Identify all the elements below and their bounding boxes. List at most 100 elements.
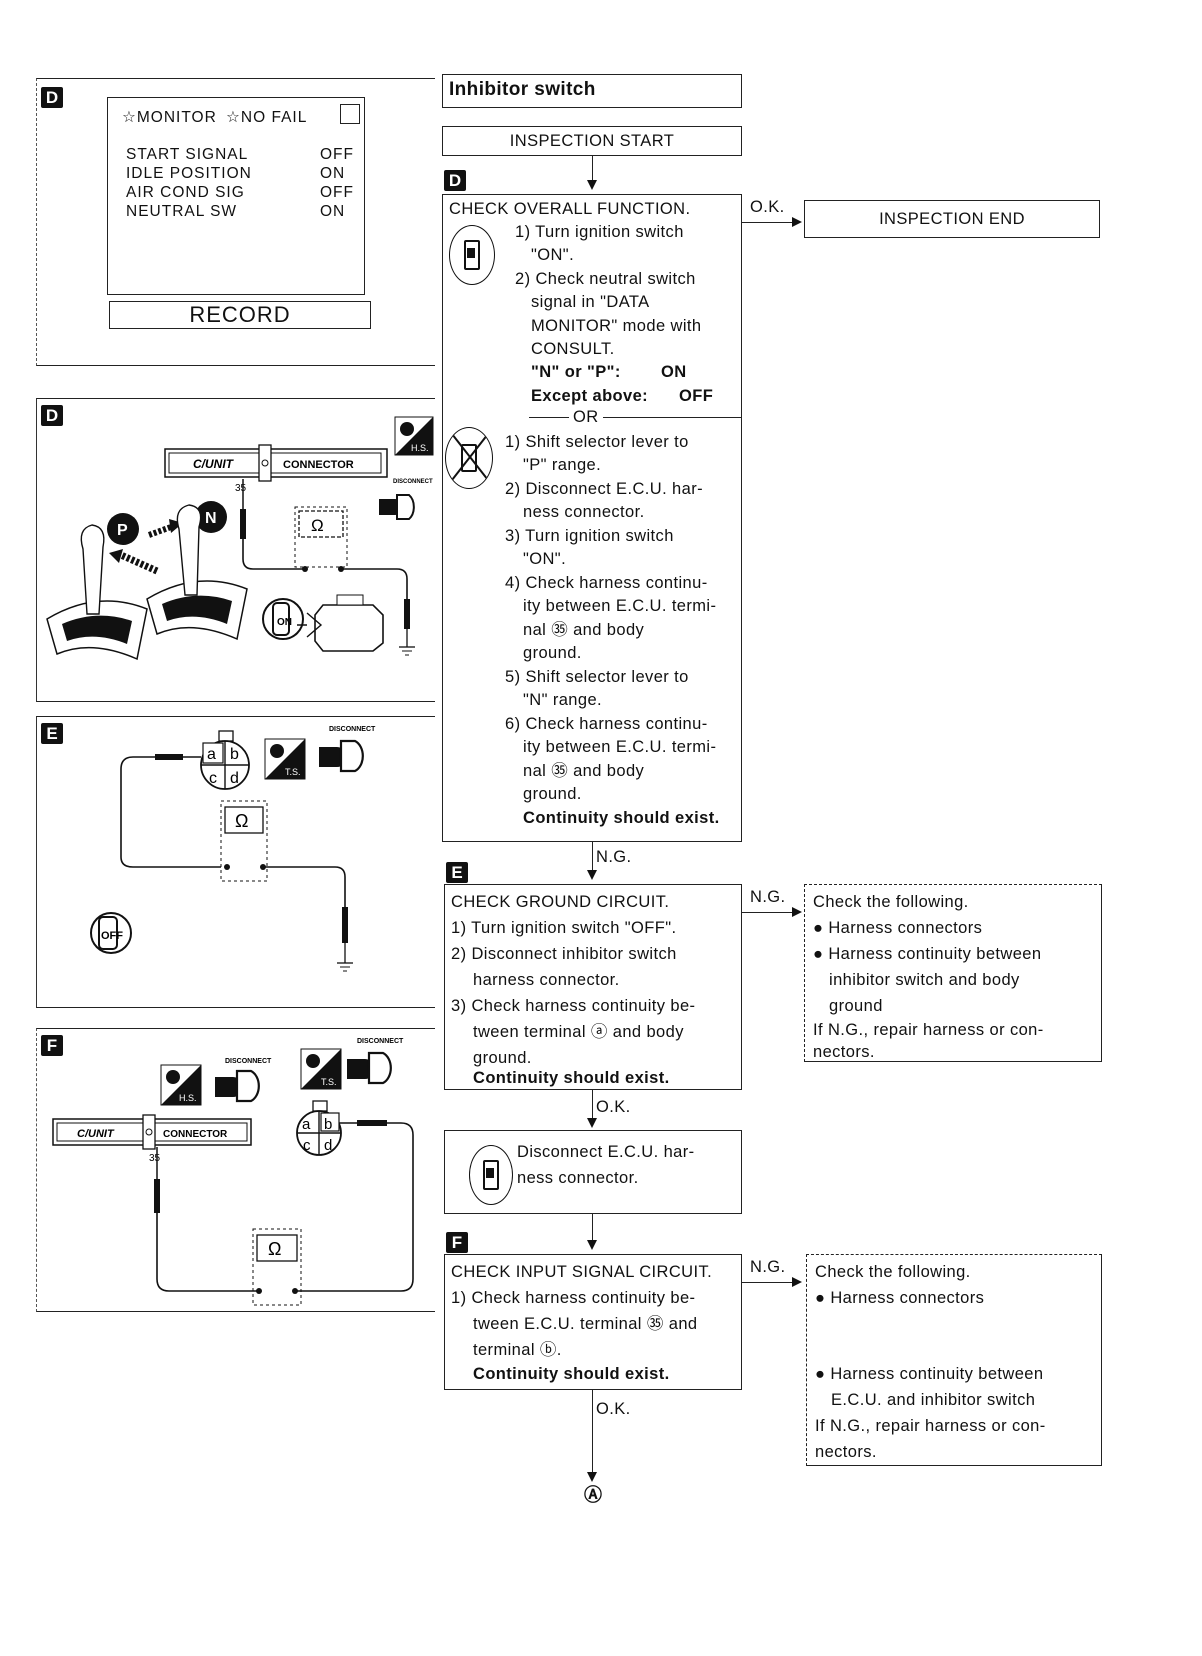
step1-line2: "ON". (523, 550, 567, 568)
step1-line: MONITOR" mode with (531, 317, 702, 335)
fig-f-term-c: c (303, 1137, 311, 1154)
ok-label: O.K. (750, 198, 785, 216)
check2-line: inhibitor switch and body (829, 971, 1020, 989)
panel-d-figure: D C/UNIT CONNECTOR H.S. DISCONNECT 35 Ω (36, 398, 435, 702)
arrow-down (587, 1118, 597, 1128)
arrow-right (792, 907, 802, 917)
ng-label: N.G. (750, 888, 786, 906)
step4-line: terminal ⓑ. (473, 1341, 562, 1359)
panel-d-monitor: D ☆MONITOR ☆NO FAIL START SIGNAL OFF IDL… (36, 78, 435, 366)
ng-label: N.G. (596, 848, 632, 866)
consult-icon (449, 225, 495, 285)
except-label: Except above: (531, 387, 649, 405)
step1-line2: ity between E.C.U. termi- (523, 597, 717, 615)
step2-line: 1) Turn ignition switch "OFF". (451, 919, 677, 937)
monitor-header-right: ☆NO FAIL (226, 109, 308, 126)
step3-line: ness connector. (517, 1169, 639, 1187)
monitor-row-label: NEUTRAL SW (126, 203, 238, 220)
step2-box: CHECK GROUND CIRCUIT. 1) Turn ignition s… (444, 884, 742, 1090)
fig-e-term-a: a (207, 746, 216, 763)
fig-e-disconnect-label: DISCONNECT (329, 726, 376, 733)
step2-line: harness connector. (473, 971, 620, 989)
step1-line2: 3) Turn ignition switch (505, 527, 674, 545)
check4-line: If N.G., repair harness or con- (815, 1417, 1046, 1435)
record-button[interactable]: RECORD (109, 301, 371, 329)
fig-f-hs-label: H.S. (179, 1093, 197, 1103)
step2-line: ground. (473, 1049, 532, 1067)
fig-e-drawing: a b c d T.S. DISCONNECT Ω OFF (90, 726, 376, 972)
check2-line: Check the following. (813, 893, 969, 911)
fig-d-ohm-label: Ω (311, 516, 324, 535)
ng-label: N.G. (750, 1258, 786, 1276)
connector-line (592, 1090, 593, 1120)
page-title: Inhibitor switch (449, 79, 596, 100)
check2-line: ● Harness connectors (813, 919, 983, 937)
step1-line2: 6) Check harness continu- (505, 715, 708, 733)
check4-line: ● Harness continuity between (815, 1365, 1044, 1383)
check4-line: E.C.U. and inhibitor switch (831, 1391, 1036, 1409)
check2-line: If N.G., repair harness or con- (813, 1021, 1044, 1039)
connector-line (592, 156, 593, 182)
step1-line2: ness connector. (523, 503, 645, 521)
fig-e-ohm-label: Ω (235, 811, 248, 831)
fig-e-term-c: c (209, 770, 217, 787)
step4-should: Continuity should exist. (473, 1365, 670, 1383)
connector-line (742, 912, 792, 913)
arrow-down (587, 870, 597, 880)
step1-line: signal in "DATA (531, 293, 650, 311)
step4-heading: CHECK INPUT SIGNAL CIRCUIT. (451, 1263, 713, 1281)
connector-line (592, 1390, 593, 1474)
fig-e-term-b: b (230, 746, 239, 763)
fig-f-cunit-label: C/UNIT (77, 1128, 115, 1140)
check4-box: Check the following. ● Harness connector… (806, 1254, 1102, 1466)
fig-d-disconnect-label: DISCONNECT (393, 479, 433, 485)
step1-line: "ON". (531, 246, 575, 264)
arrow-down (587, 1472, 597, 1482)
fig-f-disconnect-1: DISCONNECT (225, 1058, 272, 1065)
fig-e-off-label: OFF (101, 930, 123, 942)
step1-line2: ground. (523, 785, 582, 803)
step1-line2: "N" range. (523, 691, 602, 709)
fig-f-drawing: H.S. DISCONNECT T.S. DISCONNECT C/UNIT C… (52, 1038, 414, 1306)
fig-f-ts-label: T.S. (321, 1077, 337, 1087)
step4-line: tween E.C.U. terminal ㉟ and (473, 1315, 698, 1333)
fig-f-pin-label: 35 (149, 1153, 161, 1164)
or-divider-right (603, 417, 741, 418)
step1-line2: nal ㉟ and body (523, 762, 645, 780)
monitor-row-label: IDLE POSITION (126, 165, 252, 182)
connector-line (742, 222, 792, 223)
step1-line: 2) Check neutral switch (515, 270, 696, 288)
fig-e-term-d: d (230, 770, 239, 787)
connector-line (592, 1214, 593, 1242)
fig-f-disconnect-2: DISCONNECT (357, 1038, 404, 1045)
np-value: ON (661, 363, 687, 381)
fig-d-connector-label: CONNECTOR (283, 459, 354, 471)
fig-d-n-label: N (205, 510, 217, 527)
arrow-down (587, 180, 597, 190)
check4-line: ● Harness connectors (815, 1289, 985, 1307)
inspection-start-box: INSPECTION START (442, 126, 742, 156)
step1-line2: ground. (523, 644, 582, 662)
step3-line: Disconnect E.C.U. har- (517, 1143, 695, 1161)
step4-line: 1) Check harness continuity be- (451, 1289, 696, 1307)
inspection-end-box: INSPECTION END (804, 200, 1100, 238)
fig-f-term-a: a (302, 1116, 311, 1133)
step1-line: 1) Turn ignition switch (515, 223, 684, 241)
ok-label: O.K. (596, 1400, 631, 1418)
check4-line: nectors. (815, 1443, 877, 1461)
panel-e-figure: E a b c d T.S. DISCONNECT Ω (36, 716, 435, 1008)
step2-line: 2) Disconnect inhibitor switch (451, 945, 677, 963)
fig-f-term-b: b (324, 1116, 332, 1133)
arrow-right (792, 217, 802, 227)
tag-d: D (444, 170, 466, 191)
arrow-down (587, 1240, 597, 1250)
connector-line (742, 1282, 792, 1283)
inspection-start-label: INSPECTION START (509, 132, 675, 150)
monitor-row-value: ON (320, 165, 346, 182)
step1-line2: 5) Shift selector lever to (505, 668, 689, 686)
except-value: OFF (679, 387, 714, 405)
tag-f: F (41, 1035, 63, 1056)
step3-box: Disconnect E.C.U. har- ness connector. (444, 1130, 742, 1214)
no-consult-icon (445, 427, 493, 489)
check4-line: Check the following. (815, 1263, 971, 1281)
